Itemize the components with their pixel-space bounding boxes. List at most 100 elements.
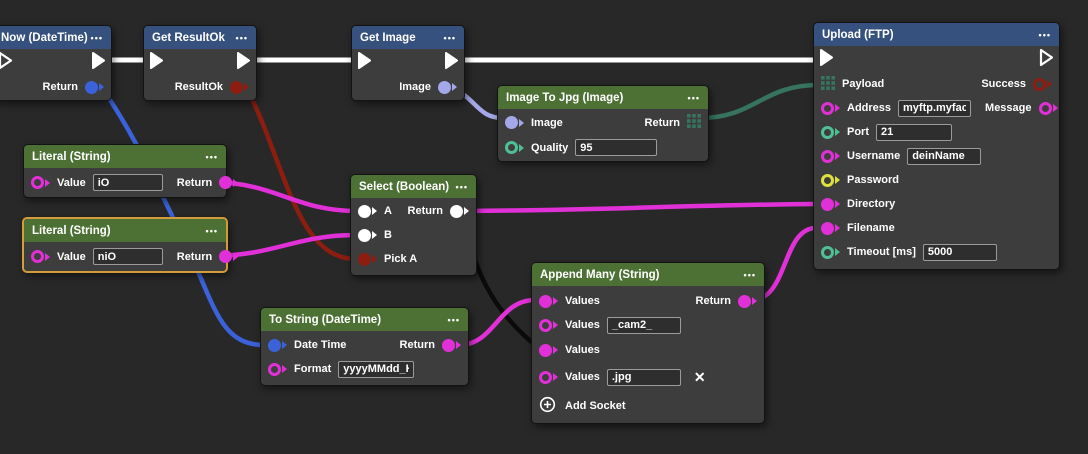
- port-datetime-input[interactable]: [268, 338, 287, 352]
- port-username-input[interactable]: [821, 149, 840, 163]
- port-port-input[interactable]: [821, 125, 840, 139]
- port-return[interactable]: [442, 338, 461, 352]
- address-field[interactable]: [898, 99, 972, 117]
- menu-icon[interactable]: •••: [235, 32, 248, 43]
- port-directory-input[interactable]: [821, 197, 840, 211]
- node-append-many[interactable]: Append Many (String) ••• Values Return V…: [531, 262, 765, 424]
- menu-icon[interactable]: •••: [90, 32, 103, 43]
- exec-out-port[interactable]: [444, 51, 459, 73]
- node-get-resultok[interactable]: Get ResultOk ••• ResultOk: [143, 25, 257, 101]
- menu-icon[interactable]: •••: [743, 269, 756, 280]
- exec-in-port[interactable]: [0, 51, 13, 73]
- port-b-input[interactable]: [358, 228, 377, 242]
- port-values-2[interactable]: [539, 318, 558, 332]
- node-title: Now (DateTime): [1, 31, 88, 44]
- menu-icon[interactable]: •••: [687, 92, 700, 103]
- port-values-4[interactable]: [539, 370, 558, 384]
- menu-icon[interactable]: •••: [205, 225, 218, 236]
- node-image-to-jpg[interactable]: Image To Jpg (Image) ••• Image Return Qu…: [497, 85, 709, 162]
- add-socket-button[interactable]: Add Socket: [532, 391, 764, 421]
- bytes-grid-icon[interactable]: [687, 114, 701, 131]
- node-header[interactable]: Select (Boolean) •••: [351, 175, 476, 198]
- bytes-grid-icon[interactable]: [821, 75, 835, 93]
- port-return[interactable]: [85, 80, 104, 94]
- node-literal-string-1[interactable]: Literal (String) ••• Value Return: [23, 144, 239, 198]
- port-value-input[interactable]: [31, 176, 50, 189]
- port-return[interactable]: [450, 204, 469, 218]
- port-filename-input[interactable]: [821, 221, 840, 235]
- node-header[interactable]: Append Many (String) •••: [532, 263, 764, 286]
- node-header[interactable]: Image To Jpg (Image) •••: [498, 86, 708, 109]
- port-return[interactable]: [219, 176, 239, 189]
- node-now-datetime[interactable]: Now (DateTime) ••• Return: [0, 25, 112, 101]
- add-socket-icon: [539, 396, 556, 416]
- port-password-input[interactable]: [821, 173, 840, 187]
- node-to-string-datetime[interactable]: To String (DateTime) ••• Date Time Retur…: [260, 307, 469, 386]
- port-a-input[interactable]: [358, 204, 377, 218]
- port-values-1[interactable]: [539, 294, 558, 308]
- node-header[interactable]: Get ResultOk •••: [144, 26, 256, 49]
- exec-out-port[interactable]: [91, 51, 106, 73]
- port-resultok[interactable]: [230, 80, 249, 94]
- port-format-input[interactable]: [268, 362, 287, 376]
- node-header[interactable]: Literal (String) •••: [24, 219, 226, 242]
- port-label: Return: [176, 176, 213, 189]
- remove-socket-icon[interactable]: ✕: [693, 369, 706, 385]
- values-4-field[interactable]: [606, 368, 681, 386]
- wire-imagetojpg-upload-payload[interactable]: [697, 82, 821, 121]
- exec-in-port[interactable]: [149, 51, 164, 73]
- port-timeout-input[interactable]: [821, 245, 840, 259]
- port-success[interactable]: [1033, 77, 1052, 91]
- menu-icon[interactable]: •••: [205, 151, 218, 162]
- node-get-image[interactable]: Get Image ••• Image: [351, 25, 465, 101]
- node-select-boolean[interactable]: Select (Boolean) ••• A Return B Pick A: [350, 174, 477, 276]
- node-title: Literal (String): [32, 224, 111, 237]
- value-field[interactable]: [92, 174, 163, 191]
- port-values-3[interactable]: [539, 343, 558, 357]
- port-label: Return: [42, 81, 78, 93]
- node-header[interactable]: Now (DateTime) •••: [0, 26, 111, 49]
- wire-select-upload-directory[interactable]: [460, 201, 819, 214]
- exec-out-port[interactable]: [1039, 48, 1054, 70]
- node-literal-string-2[interactable]: Literal (String) ••• Value Return: [22, 217, 239, 273]
- username-field[interactable]: [907, 147, 982, 165]
- format-field[interactable]: [338, 360, 415, 378]
- wire-getresultok-select-picka[interactable]: [242, 82, 359, 262]
- port-label: Timeout [ms]: [847, 246, 916, 258]
- port-image-input[interactable]: [505, 116, 524, 129]
- port-message[interactable]: [1038, 101, 1058, 115]
- port-field[interactable]: [876, 123, 952, 141]
- port-image[interactable]: [438, 80, 457, 94]
- menu-icon[interactable]: •••: [447, 314, 460, 325]
- menu-icon[interactable]: •••: [443, 32, 456, 43]
- value-field[interactable]: [92, 248, 163, 265]
- port-label: ResultOk: [174, 81, 223, 93]
- node-header[interactable]: Upload (FTP) •••: [814, 23, 1059, 46]
- node-header[interactable]: Literal (String) •••: [24, 145, 226, 168]
- exec-in-port[interactable]: [357, 51, 372, 73]
- port-label: Return: [644, 116, 680, 129]
- timeout-field[interactable]: [922, 243, 997, 261]
- node-upload-ftp[interactable]: Upload (FTP) ••• Payload Success Address…: [813, 22, 1060, 270]
- port-quality-input[interactable]: [505, 141, 524, 154]
- port-label: Message: [985, 102, 1032, 114]
- port-return[interactable]: [738, 294, 757, 308]
- wire-now-tostring-datetime[interactable]: [97, 82, 267, 348]
- menu-icon[interactable]: •••: [455, 181, 468, 192]
- quality-field[interactable]: [575, 139, 658, 156]
- node-header[interactable]: To String (DateTime) •••: [261, 308, 468, 331]
- exec-out-port[interactable]: [236, 51, 251, 73]
- port-label: Directory: [847, 198, 896, 210]
- port-label: Values: [565, 295, 600, 307]
- port-return[interactable]: [219, 250, 239, 263]
- port-label: Format: [294, 363, 332, 375]
- node-header[interactable]: Get Image •••: [352, 26, 464, 49]
- exec-in-port[interactable]: [819, 48, 834, 70]
- wire-tostring-appendmany-values1[interactable]: [456, 297, 538, 348]
- port-address-input[interactable]: [821, 101, 840, 115]
- port-value-input[interactable]: [31, 250, 50, 263]
- values-2-field[interactable]: [606, 316, 681, 334]
- menu-icon[interactable]: •••: [1038, 29, 1051, 40]
- port-picka-input[interactable]: [358, 252, 377, 266]
